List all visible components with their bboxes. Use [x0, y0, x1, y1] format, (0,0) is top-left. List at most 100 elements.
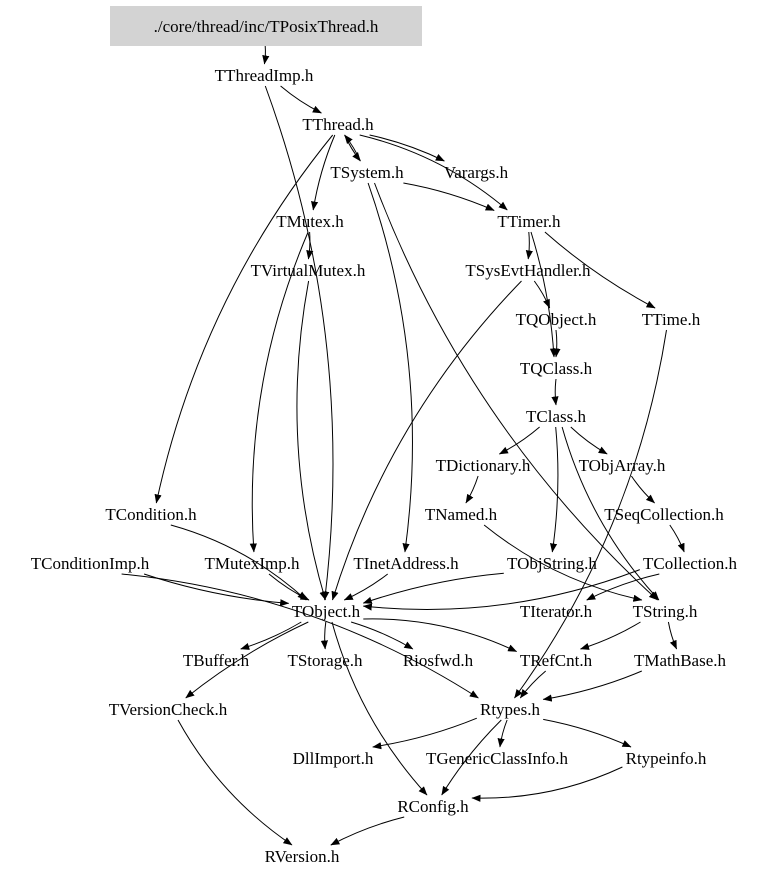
- node-rtypes[interactable]: Rtypes.h: [480, 700, 540, 719]
- node-tinetaddress[interactable]: TInetAddress.h: [353, 554, 459, 573]
- node-tsystem[interactable]: TSystem.h: [330, 163, 404, 182]
- node-label: TDictionary.h: [436, 456, 531, 475]
- node-label: TQObject.h: [516, 310, 597, 329]
- node-rversion[interactable]: RVersion.h: [265, 847, 340, 866]
- node-tthread[interactable]: TThread.h: [302, 115, 374, 134]
- node-label: TSysEvtHandler.h: [465, 261, 591, 280]
- node-tthreadimp[interactable]: TThreadImp.h: [215, 66, 314, 85]
- node-tcondition[interactable]: TCondition.h: [105, 505, 197, 524]
- edge-tclass-to-tstring: [561, 426, 660, 601]
- node-tmuteximp[interactable]: TMutexImp.h: [205, 554, 300, 573]
- node-tseqcollection[interactable]: TSeqCollection.h: [604, 505, 724, 524]
- node-label: Rtypes.h: [480, 700, 540, 719]
- node-root[interactable]: ./core/thread/inc/TPosixThread.h: [110, 6, 422, 46]
- edge-tobject-to-rconfig: [331, 621, 428, 796]
- edge-tconditionimp-to-rtypes: [121, 573, 479, 699]
- node-label: TThreadImp.h: [215, 66, 314, 85]
- node-tqobject[interactable]: TQObject.h: [516, 310, 597, 329]
- node-label: TSystem.h: [330, 163, 404, 182]
- node-tstorage[interactable]: TStorage.h: [287, 651, 363, 670]
- node-label: Rtypeinfo.h: [626, 749, 707, 768]
- edge-rtypeinfo-to-rconfig: [471, 766, 623, 802]
- edge-ttime-to-rtypes: [514, 329, 667, 699]
- node-dllimport[interactable]: DllImport.h: [293, 749, 374, 768]
- edge-tthread-to-tmutex: [311, 134, 336, 211]
- edge-tversioncheck-to-rversion: [177, 719, 293, 846]
- node-label: TClass.h: [526, 407, 586, 426]
- edge-tmutex-to-tmuteximp: [249, 231, 309, 553]
- node-tobject[interactable]: TObject.h: [292, 602, 361, 621]
- node-label: TBuffer.h: [183, 651, 250, 670]
- edge-tdictionary-to-tnamed: [465, 475, 479, 504]
- node-tqclass[interactable]: TQClass.h: [520, 359, 593, 378]
- edge-tthreadimp-to-tthread: [280, 85, 322, 114]
- node-label: DllImport.h: [293, 749, 374, 768]
- edge-tnamed-to-tstring: [483, 524, 643, 602]
- node-titerator[interactable]: TIterator.h: [520, 602, 593, 621]
- node-label: TQClass.h: [520, 359, 593, 378]
- node-tsysevthandler[interactable]: TSysEvtHandler.h: [465, 261, 591, 280]
- edge-rtypes-to-rtypeinfo: [543, 718, 632, 748]
- node-label: TObject.h: [292, 602, 361, 621]
- node-label: TSeqCollection.h: [604, 505, 724, 524]
- node-label: TConditionImp.h: [31, 554, 150, 573]
- node-label: TCondition.h: [105, 505, 197, 524]
- node-layer: ./core/thread/inc/TPosixThread.hTThreadI…: [31, 6, 737, 866]
- node-tconditionimp[interactable]: TConditionImp.h: [31, 554, 150, 573]
- node-label: TThread.h: [302, 115, 374, 134]
- node-tmutex[interactable]: TMutex.h: [276, 212, 344, 231]
- edge-ttimer-to-tqclass: [530, 231, 558, 358]
- edge-tcollection-to-titerator: [586, 573, 660, 601]
- edge-tsystem-to-tinetaddress: [367, 182, 413, 553]
- node-label: TString.h: [633, 602, 698, 621]
- node-rtypeinfo[interactable]: Rtypeinfo.h: [626, 749, 707, 768]
- node-label: TObjArray.h: [579, 456, 666, 475]
- node-tdictionary[interactable]: TDictionary.h: [436, 456, 531, 475]
- node-tstring[interactable]: TString.h: [633, 602, 698, 621]
- node-riosfwd[interactable]: Riosfwd.h: [403, 651, 474, 670]
- node-tversioncheck[interactable]: TVersionCheck.h: [109, 700, 228, 719]
- node-tgenericclassinfo[interactable]: TGenericClassInfo.h: [426, 749, 569, 768]
- edge-tsystem-to-ttimer: [403, 182, 495, 211]
- node-label: TInetAddress.h: [353, 554, 459, 573]
- node-label: TNamed.h: [425, 505, 498, 524]
- node-label: TCollection.h: [643, 554, 737, 573]
- node-label: TTime.h: [642, 310, 701, 329]
- node-label: TVirtualMutex.h: [251, 261, 366, 280]
- edge-rtypes-to-tgenericclassinfo: [497, 719, 508, 748]
- node-tbuffer[interactable]: TBuffer.h: [183, 651, 250, 670]
- edge-tsystem-to-tthread: [344, 134, 361, 162]
- node-label: TIterator.h: [520, 602, 593, 621]
- node-tvirtualmutex[interactable]: TVirtualMutex.h: [251, 261, 366, 280]
- edge-root-to-tthreadimp: [262, 45, 270, 65]
- node-tnamed[interactable]: TNamed.h: [425, 505, 498, 524]
- node-tobjarray[interactable]: TObjArray.h: [579, 456, 666, 475]
- node-ttime[interactable]: TTime.h: [642, 310, 701, 329]
- edge-tobject-to-tversioncheck: [185, 621, 309, 699]
- edge-rconfig-to-rversion: [330, 816, 405, 846]
- node-label: TStorage.h: [287, 651, 363, 670]
- edge-tclass-to-tobjstring: [549, 426, 559, 553]
- node-tmathbase[interactable]: TMathBase.h: [634, 651, 727, 670]
- edge-tstring-to-tmathbase: [667, 621, 678, 650]
- node-label: TVersionCheck.h: [109, 700, 228, 719]
- node-label: RVersion.h: [265, 847, 340, 866]
- node-tcollection[interactable]: TCollection.h: [643, 554, 737, 573]
- edge-rtypes-to-rconfig: [441, 719, 502, 796]
- edge-tseqcollection-to-tcollection: [669, 524, 685, 553]
- node-label: TGenericClassInfo.h: [426, 749, 569, 768]
- node-ttimer[interactable]: TTimer.h: [497, 212, 561, 231]
- edge-tsystem-to-tstring: [374, 182, 658, 601]
- node-tobjstring[interactable]: TObjString.h: [507, 554, 597, 573]
- node-label: Varargs.h: [444, 163, 509, 182]
- edge-ttimer-to-ttime: [544, 231, 656, 309]
- node-varargs[interactable]: Varargs.h: [444, 163, 509, 182]
- root-highlight-box: [110, 6, 422, 46]
- edge-tobject-to-trefcnt: [363, 618, 518, 653]
- node-rconfig[interactable]: RConfig.h: [397, 797, 469, 816]
- node-label: TMathBase.h: [634, 651, 727, 670]
- edge-tinetaddress-to-tobject: [343, 573, 389, 601]
- node-trefcnt[interactable]: TRefCnt.h: [520, 651, 593, 670]
- node-tclass[interactable]: TClass.h: [526, 407, 586, 426]
